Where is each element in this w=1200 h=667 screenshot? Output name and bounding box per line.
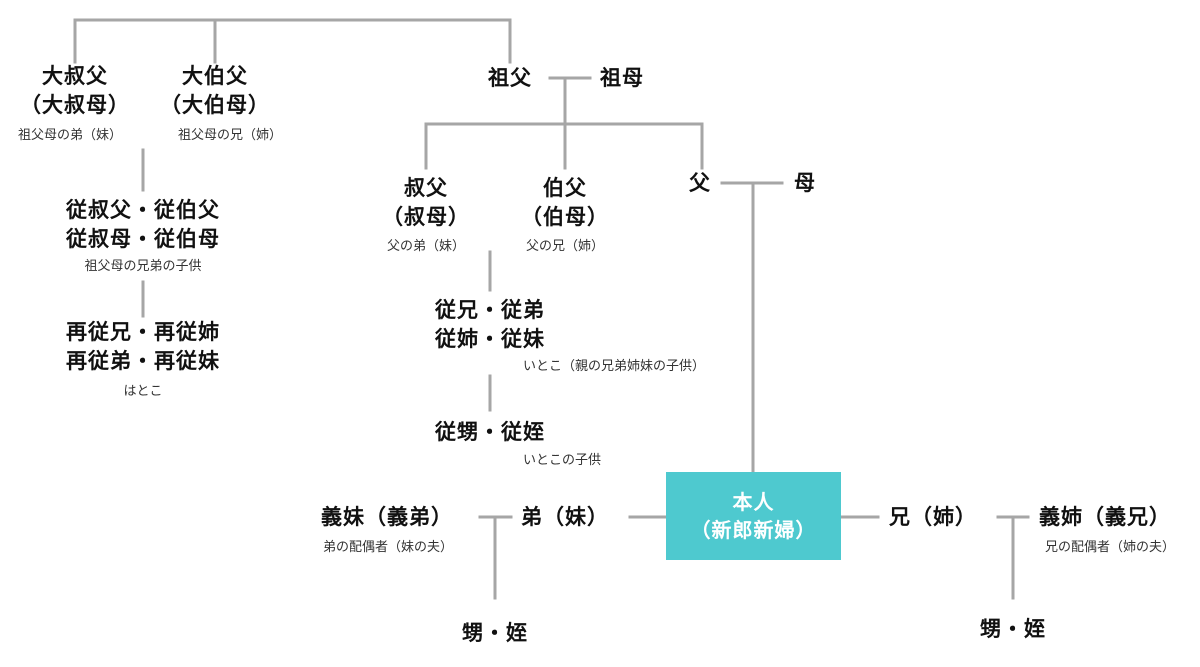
cousin-child-label: 従甥・従姪 bbox=[435, 420, 545, 444]
cousin-child-note: いとこの子供 bbox=[522, 453, 602, 468]
uncle-younger-label: 叔父 bbox=[404, 176, 448, 200]
cousin-note: いとこ（親の兄弟姉妹の子供） bbox=[522, 359, 706, 374]
great-uncle-younger-label: 大叔父 bbox=[42, 64, 108, 88]
younger-sibling-spouse-note: 弟の配偶者（妹の夫） bbox=[322, 540, 454, 555]
self-label: 本人 bbox=[732, 490, 775, 514]
younger-sibling-spouse-label: 義妹（義弟） bbox=[321, 505, 453, 529]
cousin-female-label: 従姉・従妹 bbox=[435, 327, 545, 351]
elder-sibling-spouse-note: 兄の配偶者（姉の夫） bbox=[1044, 540, 1176, 555]
great-aunt-elder-label: （大伯母） bbox=[160, 93, 270, 117]
connector-top-bracket bbox=[73, 18, 512, 64]
first-cousin-once-removed-note: 祖父母の兄弟の子供 bbox=[84, 259, 202, 274]
uncle-elder-label: 伯父 bbox=[543, 176, 587, 200]
great-uncle-elder-note: 祖父母の兄（姉） bbox=[177, 128, 283, 143]
first-cousin-once-removed-male-label: 従叔父・従伯父 bbox=[66, 198, 220, 222]
cousin-male-label: 従兄・従弟 bbox=[435, 298, 545, 322]
great-aunt-younger-label: （大叔母） bbox=[20, 93, 130, 117]
connector-elder-sibling-spouse bbox=[996, 515, 1030, 600]
self-subtitle: （新郎新婦） bbox=[690, 518, 817, 542]
aunt-younger-label: （叔母） bbox=[382, 205, 470, 229]
younger-sibling-label: 弟（妹） bbox=[521, 505, 609, 529]
second-cousin-younger-label: 再従弟・再従妹 bbox=[66, 349, 220, 373]
elder-sibling-children-label: 甥・姪 bbox=[980, 617, 1046, 641]
elder-sibling-spouse-label: 義姉（義兄） bbox=[1039, 505, 1171, 529]
first-cousin-once-removed-female-label: 従叔母・従伯母 bbox=[66, 227, 220, 251]
grandmother-label: 祖母 bbox=[600, 66, 644, 90]
uncle-younger-note: 父の弟（妹） bbox=[386, 239, 466, 254]
father-label: 父 bbox=[689, 171, 711, 195]
second-cousin-note: はとこ bbox=[123, 384, 163, 399]
aunt-elder-label: （伯母） bbox=[521, 205, 609, 229]
younger-sibling-children-label: 甥・姪 bbox=[462, 621, 528, 645]
great-uncle-younger-note: 祖父母の弟（妹） bbox=[17, 128, 123, 143]
mother-label: 母 bbox=[794, 171, 816, 195]
connector-younger-sibling-spouse bbox=[478, 515, 513, 600]
uncle-elder-note: 父の兄（姉） bbox=[525, 239, 605, 254]
self-box: 本人 （新郎新婦） bbox=[666, 472, 841, 560]
elder-sibling-label: 兄（姉） bbox=[889, 505, 977, 529]
great-uncle-elder-label: 大伯父 bbox=[182, 64, 248, 88]
second-cousin-elder-label: 再従兄・再従姉 bbox=[66, 320, 220, 344]
connector-grandparents-children bbox=[424, 76, 704, 170]
grandfather-label: 祖父 bbox=[488, 66, 532, 90]
